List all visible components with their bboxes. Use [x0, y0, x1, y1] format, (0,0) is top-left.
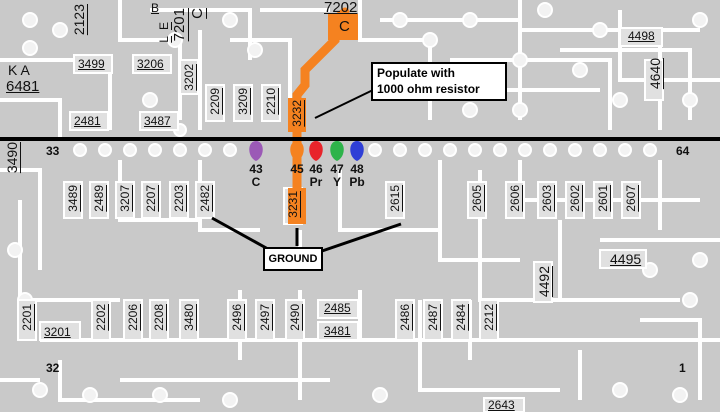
populate-pointer	[314, 89, 374, 119]
ref-2206: 2206	[126, 304, 140, 331]
ic-7202-pad	[328, 14, 358, 40]
ref-2606: 2606	[508, 185, 522, 212]
ref-6481: 6481	[6, 78, 40, 95]
ref-3209: 3209	[236, 88, 250, 115]
ref-2484: 2484	[454, 304, 468, 331]
pin-43-label: 43 C	[246, 163, 266, 188]
ref-2486: 2486	[398, 304, 412, 331]
ref-2643: 2643	[488, 398, 515, 412]
pin-47-y	[330, 141, 344, 161]
ref-2485: 2485	[324, 301, 351, 315]
ref-2212: 2212	[482, 304, 496, 331]
pin-46-name: Pr	[309, 174, 323, 189]
ref-7201-c: C	[189, 8, 206, 19]
pin-46-number: 46	[309, 162, 323, 176]
ref-7202: 7202	[324, 0, 358, 16]
pin-43-c	[249, 141, 263, 161]
ref-7201: 7201	[171, 8, 188, 42]
ref-3499: 3499	[78, 57, 105, 71]
resistor-3231-pad	[288, 188, 306, 224]
ref-2497: 2497	[258, 304, 272, 331]
ref-3207: 3207	[118, 185, 132, 212]
ref-2208: 2208	[152, 304, 166, 331]
ref-2602: 2602	[568, 185, 582, 212]
ref-2123: 2123	[71, 4, 87, 36]
pcb-traces	[0, 0, 720, 402]
ref-b: B	[151, 1, 160, 15]
ref-3480: 3480	[182, 304, 196, 331]
ref-3232: 3232	[290, 100, 304, 127]
ref-l: L	[157, 36, 171, 43]
ref-2607: 2607	[624, 185, 638, 212]
pin-46-label: 46 Pr	[306, 163, 326, 188]
ref-2603: 2603	[540, 185, 554, 212]
pin-45-label: 45	[287, 163, 307, 176]
ref-3206: 3206	[137, 57, 164, 71]
ref-3489: 3489	[66, 185, 80, 212]
ref-4498: 4498	[628, 29, 655, 43]
ref-2481: 2481	[74, 114, 101, 128]
ref-ka: K A	[8, 62, 30, 78]
ref-4640: 4640	[647, 58, 663, 90]
resistor-3232-pad	[288, 98, 306, 132]
ref-7202-c: C	[339, 18, 350, 35]
pin-48-label: 48 Pb	[347, 163, 367, 188]
pin-48-number: 48	[350, 162, 364, 176]
row-end-32: 32	[46, 361, 60, 375]
pin-47-number: 47	[330, 162, 344, 176]
ref-2203: 2203	[172, 185, 186, 212]
ground-pointer-left	[211, 216, 269, 251]
ref-2601: 2601	[596, 185, 610, 212]
connector-end-64: 64	[676, 144, 690, 158]
pin-46-pr	[309, 141, 323, 161]
pin-47-label: 47 Y	[327, 163, 347, 188]
pin-43-number: 43	[249, 162, 263, 176]
ref-2482: 2482	[198, 185, 212, 212]
connector-end-33: 33	[46, 144, 60, 158]
ref-e: E	[157, 22, 171, 31]
pin-48-name: Pb	[349, 174, 365, 189]
ref-2489: 2489	[92, 185, 106, 212]
pin-43-name: C	[251, 174, 261, 189]
pin-45	[290, 141, 304, 161]
pin-48-pb	[350, 141, 364, 161]
ref-2207: 2207	[144, 185, 158, 212]
ref-2605: 2605	[470, 185, 484, 212]
ref-3481: 3481	[324, 324, 351, 338]
ground-callout: GROUND	[263, 247, 323, 271]
connector-pins	[249, 141, 364, 161]
pin-45-number: 45	[290, 162, 304, 176]
ref-3490: 3490	[4, 142, 20, 174]
ref-2615: 2615	[388, 185, 402, 212]
ref-4492: 4492	[536, 266, 552, 298]
pin-47-name: Y	[332, 174, 341, 189]
populate-callout: Populate with 1000 ohm resistor	[371, 62, 507, 102]
ref-2201: 2201	[20, 304, 34, 331]
ref-2209: 2209	[208, 88, 222, 115]
ref-2202: 2202	[94, 304, 108, 331]
ground-pointer-right	[321, 222, 402, 253]
ref-3487: 3487	[144, 114, 171, 128]
ref-2496: 2496	[230, 304, 244, 331]
ref-3201: 3201	[44, 325, 71, 339]
row-end-1: 1	[679, 361, 686, 375]
ref-3202: 3202	[182, 64, 196, 91]
ref-2210: 2210	[264, 88, 278, 115]
ref-2487: 2487	[426, 304, 440, 331]
round-pads	[7, 2, 708, 408]
ref-3231: 3231	[286, 191, 300, 218]
ref-2490: 2490	[288, 304, 302, 331]
ref-4495: 4495	[610, 251, 642, 267]
